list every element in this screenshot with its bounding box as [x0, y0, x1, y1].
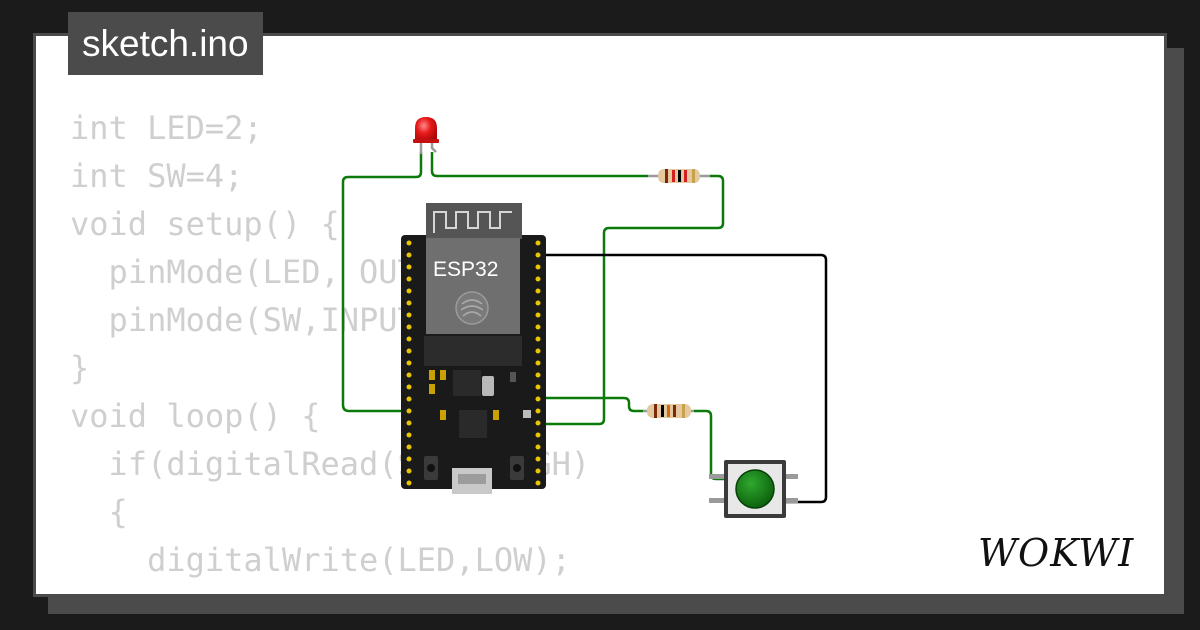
red-led	[413, 117, 439, 154]
preview-card: int LED=2; int SW=4; void setup() { pinM…	[33, 33, 1167, 597]
board-label: ESP32	[433, 258, 498, 281]
file-tab[interactable]: sketch.ino	[68, 12, 263, 75]
wire-pin4	[540, 396, 643, 413]
code-background: int LED=2; int SW=4; void setup() { pinM…	[70, 104, 590, 584]
code-line: digitalWrite(LED,LOW);	[70, 541, 571, 579]
code-line: void setup() {	[70, 205, 340, 243]
wokwi-logo: WOKWI	[978, 531, 1134, 575]
wire-led-cathode	[341, 152, 423, 413]
code-line: int SW=4;	[70, 157, 244, 195]
wire-led-anode	[430, 152, 648, 178]
resistor-button	[643, 404, 694, 418]
wire-resistor1	[540, 174, 725, 426]
code-line: pinMode(SW,INPUT);	[70, 301, 456, 339]
code-line: {	[70, 493, 128, 531]
esp32-board: ESP32	[401, 203, 546, 494]
code-line: void loop() {	[70, 397, 321, 435]
code-line: }	[70, 349, 90, 387]
wokwi-logo-text: WOKWI	[978, 531, 1134, 575]
green-wires	[341, 152, 727, 481]
push-button[interactable]	[709, 460, 798, 518]
code-line: int LED=2;	[70, 109, 263, 147]
resistor-led	[648, 169, 710, 183]
wire-gnd	[540, 253, 828, 504]
wire-resistor2	[694, 409, 727, 481]
